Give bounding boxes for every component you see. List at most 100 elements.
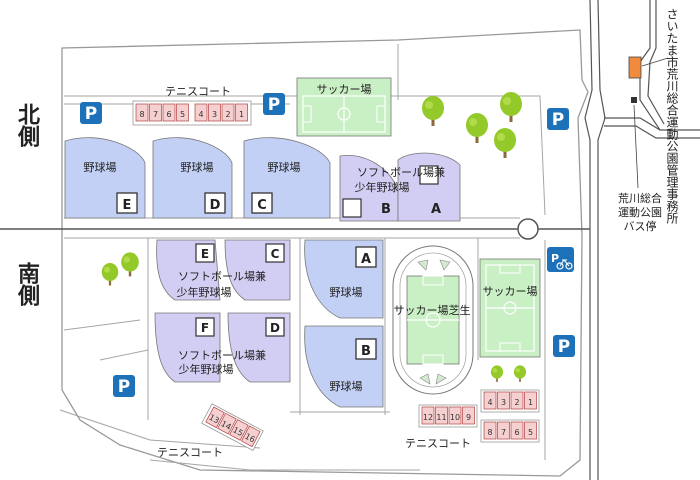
tennis-se-court-1 [524,391,537,410]
softball-south-top-letter-e: E [201,247,209,261]
tennis-se-court-9 [462,406,475,425]
tennis-se-label: テニスコート [405,437,471,450]
tennis-se-court-7 [497,421,510,440]
soccer-north-label: サッカー場 [317,83,372,96]
tree-icon [490,365,504,382]
baseball-e-name: 野球場 [84,160,117,174]
svg-text:P: P [268,95,280,115]
baseball-c-letter: C [257,198,267,213]
baseball-b-letter: B [361,344,371,359]
svg-text:P: P [118,377,130,397]
parking-sign-4: P [113,375,135,397]
bus-stop-label: 荒川総合 運動公園 バス停 [600,192,680,234]
office-pointer [641,57,669,67]
svg-text:P: P [558,337,570,357]
tennis-se-court-label-4: 4 [487,398,492,407]
tennis-north-court-label-4: 4 [198,110,203,119]
baseball-a-letter: A [361,252,371,267]
tree-icon [422,96,444,126]
parking-sign-1: P [80,102,102,124]
tennis-north-court-3 [208,103,221,122]
bicycle-parking-sign: P [547,247,574,272]
softball-south-bottom [154,312,291,383]
tennis-sw-court-label-14: 14 [219,419,232,432]
softball-south-top-line1: ソフトボール場兼 [178,270,266,283]
tennis-north-court-7 [149,103,162,122]
baseball-field-c [243,137,331,219]
tennis-se-court-label-3: 3 [501,398,506,407]
tennis-north-court-4 [194,103,208,122]
tennis-sw-court-16 [241,425,261,448]
tennis-se-court-5 [524,421,537,440]
softball-south-bottom-line2: 少年野球場 [179,362,234,376]
softball-north-letter-b: B [381,202,391,217]
softball-south-bottom-line1: ソフトボール場兼 [178,349,266,362]
baseball-field-e [64,137,146,219]
tennis-se-court-4 [483,391,497,410]
tennis-sw-court-label-15: 15 [231,425,244,438]
bicycle-icon [556,262,564,270]
north-side-text: 北側 [14,103,39,147]
tennis-se-court-label-10: 10 [450,413,460,422]
bus-stop-pointer [633,104,639,189]
south-side-label: 南側 [14,262,40,306]
soccer-field-south [479,258,541,358]
tennis-north-court-6 [162,103,176,122]
soccer-grass-label: サッカー場芝生 [394,303,471,317]
baseball-e-letter: E [123,198,132,213]
tree-icon [121,252,139,277]
soccer-field-north [296,77,392,137]
tennis-se-court-label-12: 12 [423,413,433,422]
tennis-north-court-8 [135,103,149,122]
softball-south-top-line2: 少年野球場 [177,285,232,299]
tennis-north-court-2 [221,103,235,122]
tennis-se-court-label-8: 8 [487,428,492,437]
tree-icon [494,128,516,158]
soccer-south-label: サッカー場 [483,285,538,298]
tennis-se-court-label-7: 7 [501,428,506,437]
tennis-se-court-label-1: 1 [528,398,533,407]
bus-stop-line3: バス停 [623,220,657,233]
tennis-se-court-label-11: 11 [436,413,446,422]
tennis-north-court-label-5: 5 [180,110,185,119]
tennis-se-court-label-9: 9 [466,413,471,422]
east-road [584,0,700,480]
tree-icon [500,92,522,122]
tree-icon [101,263,119,286]
office-building [628,56,642,79]
tennis-se-court-11 [435,406,448,425]
tennis-sw-court-15 [229,419,249,441]
tennis-se-court-label-6: 6 [514,428,519,437]
bus-stop-line1: 荒川総合 [618,192,662,205]
tennis-se-court-2 [510,391,524,410]
svg-text:P: P [85,104,97,124]
tennis-sw-court-label-16: 16 [243,432,256,445]
softball-north [339,152,461,222]
softball-north-line1: ソフトボール場兼 [357,166,445,179]
tennis-se-court-12 [421,406,435,425]
baseball-b-name: 野球場 [330,379,363,393]
tennis-se-court-8 [483,421,497,440]
tennis-se-court-10 [448,406,462,425]
tennis-north-court-label-8: 8 [139,110,144,119]
trees [101,92,527,382]
bus-stop-line2: 運動公園 [618,206,662,219]
softball-south-top-letter-c: C [271,247,280,261]
tennis-sw-court-13 [205,406,225,429]
office-label-text: さいたま市荒川総合運動公園管理事務所 [665,8,679,224]
tennis-north-court-label-3: 3 [212,110,217,119]
softball-north-letter-a: A [431,202,441,217]
tennis-north-court-label-6: 6 [166,110,171,119]
tree-icon [513,365,527,382]
baseball-field-a [304,239,384,319]
baseball-c-name: 野球場 [268,160,301,174]
tennis-sw-label: テニスコート [157,446,223,459]
parking-sign-5: P [553,335,575,357]
tennis-north-court-5 [176,103,189,122]
svg-text:P: P [552,110,564,130]
tennis-se-court-6 [510,421,524,440]
